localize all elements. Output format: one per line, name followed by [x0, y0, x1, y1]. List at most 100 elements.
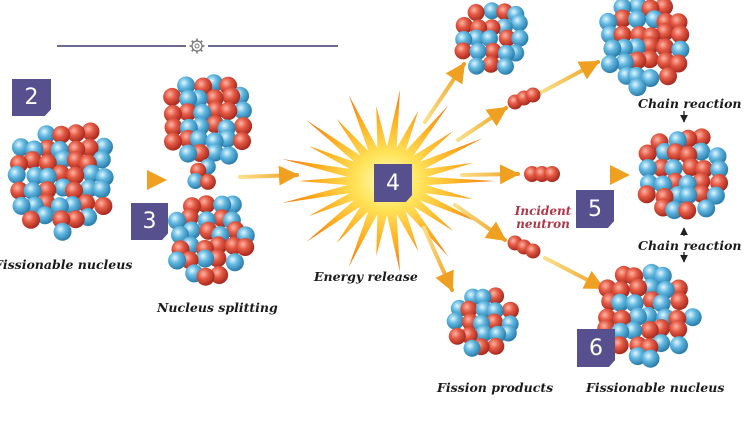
neutron — [196, 249, 215, 268]
proton — [669, 54, 688, 73]
neutron — [179, 89, 198, 108]
neutron — [497, 44, 515, 62]
proton — [77, 194, 96, 213]
arrow-to-energy — [238, 165, 299, 186]
neutron-group-bottom — [507, 235, 541, 259]
neutron — [193, 103, 212, 122]
proton — [65, 181, 83, 200]
neutron — [603, 39, 622, 58]
proton — [610, 336, 629, 355]
neutron — [525, 243, 541, 259]
neutron — [638, 159, 657, 178]
proton — [656, 38, 674, 57]
proton — [163, 105, 182, 123]
proton — [678, 201, 697, 220]
neutron — [679, 186, 698, 205]
proton — [460, 300, 478, 318]
proton — [164, 132, 182, 151]
step-badge-4: 4 — [374, 164, 412, 202]
proton — [178, 103, 197, 122]
neutron — [205, 143, 224, 162]
neutron — [601, 25, 619, 44]
proton — [640, 321, 659, 340]
neutron — [628, 10, 647, 29]
neutron — [168, 211, 186, 230]
neutron — [38, 167, 57, 186]
arrow-to-product-bottom — [422, 226, 454, 292]
neutron — [92, 180, 111, 199]
proton — [498, 29, 516, 47]
proton — [67, 124, 85, 143]
proton — [641, 36, 660, 55]
neutron — [92, 150, 111, 169]
neutron — [469, 42, 487, 60]
splitting-nucleus-bottom — [168, 195, 255, 286]
proton — [501, 301, 519, 319]
neutron — [708, 147, 727, 166]
chain-nucleus-middle — [637, 128, 729, 220]
neutron — [653, 266, 672, 285]
neutron — [671, 40, 690, 59]
proton — [81, 122, 100, 141]
neutron — [23, 181, 42, 200]
proton — [66, 210, 85, 229]
proton — [236, 238, 255, 256]
neutron — [50, 197, 69, 216]
neutron — [624, 321, 643, 340]
neutron — [36, 206, 54, 225]
chain-nucleus-top — [599, 0, 690, 97]
neutron — [641, 69, 660, 88]
proton — [38, 154, 57, 172]
proton — [638, 144, 657, 163]
neutron — [219, 146, 238, 165]
neutron — [54, 150, 73, 169]
reaction-arrows — [124, 60, 630, 292]
neutron-group-middle — [524, 166, 560, 182]
proton — [655, 0, 673, 16]
neutron — [483, 2, 501, 20]
neutron — [168, 251, 187, 270]
step-badge-5: 5 — [576, 190, 614, 228]
fissionable-nucleus-left — [7, 122, 114, 241]
neutron — [615, 53, 634, 72]
neutron — [611, 293, 630, 312]
proton — [222, 87, 241, 106]
fission-product-bottom — [446, 287, 519, 357]
label-chain-reaction-top: Chain reaction — [638, 96, 742, 111]
neutron — [12, 196, 31, 215]
proton — [613, 9, 632, 28]
neutron — [697, 199, 716, 218]
arrow-to-chain-top — [538, 60, 600, 95]
label-chain-reaction-middle: Chain reaction — [638, 238, 742, 253]
neutron — [511, 29, 529, 47]
neutron — [525, 87, 541, 103]
proton — [22, 210, 40, 229]
proton — [454, 42, 472, 60]
proton — [482, 55, 500, 73]
neutron — [475, 325, 493, 342]
neutron — [710, 160, 729, 179]
neutron-group-top — [507, 87, 541, 110]
neutron — [544, 166, 560, 182]
neutron — [611, 322, 630, 341]
neutron — [467, 29, 485, 47]
neutron — [463, 339, 481, 357]
neutron — [189, 130, 208, 148]
label-energy-release: Energy release — [314, 269, 418, 284]
neutron — [177, 76, 196, 95]
proton — [10, 181, 29, 200]
gear-icon — [189, 38, 205, 54]
neutron — [225, 253, 244, 272]
neutron — [706, 186, 725, 205]
proton — [629, 278, 648, 297]
label-fissionable-nucleus-right: Fissionable nucleus — [586, 380, 725, 395]
proton — [197, 195, 216, 214]
proton — [637, 185, 656, 204]
label-incident: Incident — [514, 204, 572, 218]
proton — [164, 118, 183, 137]
proton — [94, 197, 113, 215]
step-badge-2: 2 — [12, 79, 51, 116]
neutron — [37, 125, 56, 144]
arrow-to-neutron-bottom — [453, 203, 507, 242]
